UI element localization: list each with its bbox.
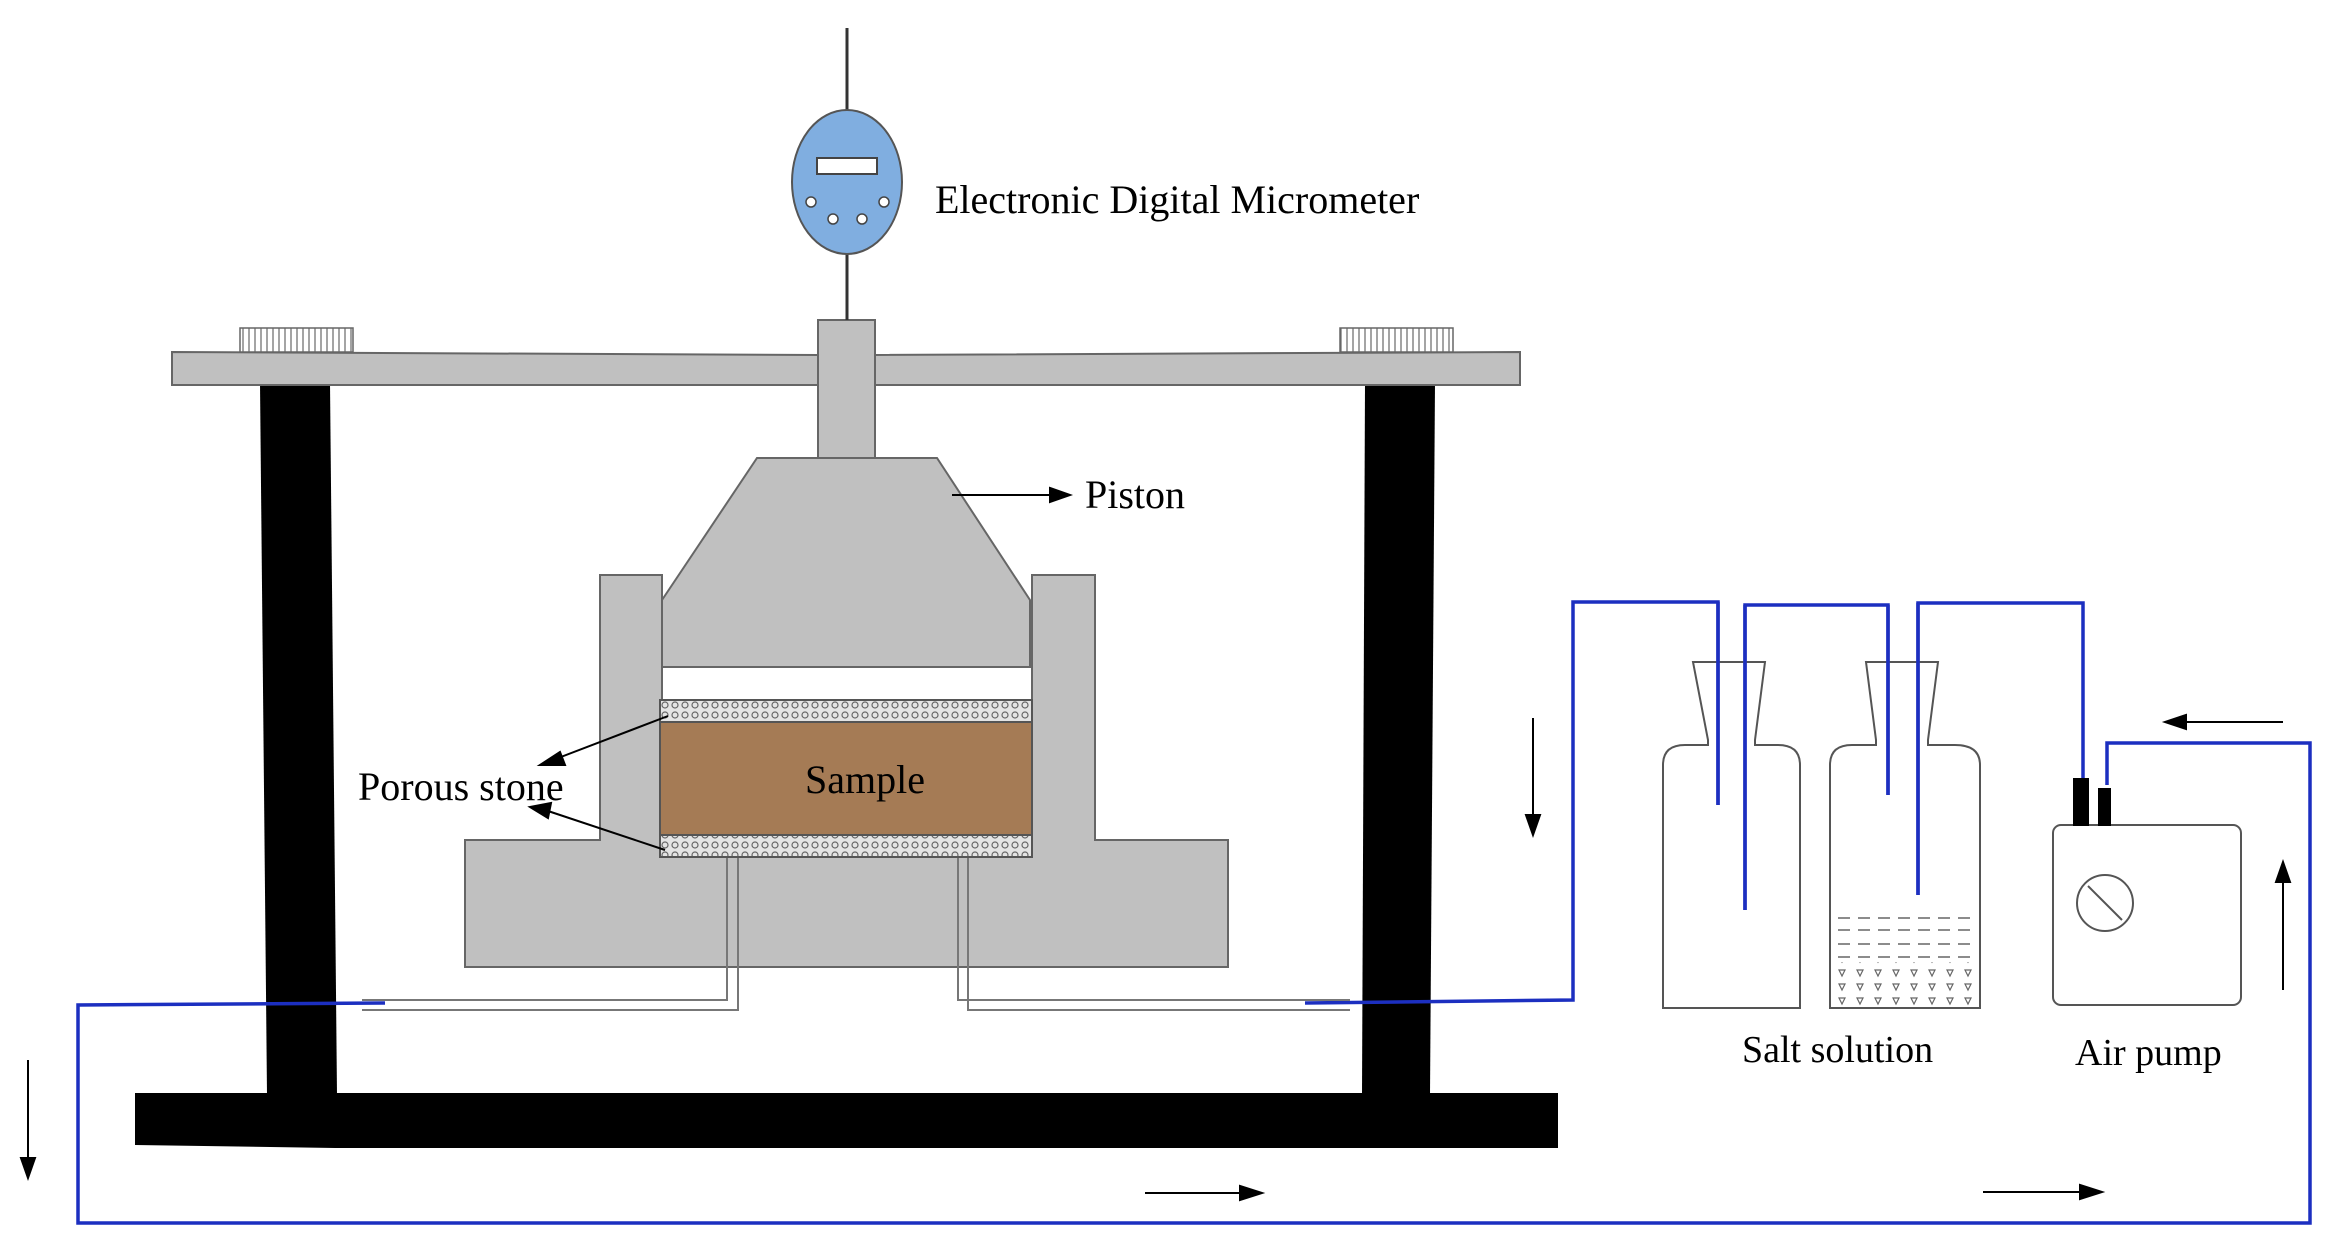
frame-right-leg bbox=[1362, 383, 1435, 1095]
label-air-pump: Air pump bbox=[2075, 1032, 2222, 1074]
cell-base bbox=[464, 574, 1229, 968]
air-pump bbox=[2052, 778, 2242, 1006]
micrometer bbox=[791, 28, 903, 320]
porous-stone-pointer-top bbox=[552, 715, 669, 761]
porous-stone-pointer-bottom bbox=[544, 809, 666, 851]
frame bbox=[135, 383, 1558, 1148]
air-pump-port-2 bbox=[2098, 788, 2111, 826]
air-line-main-loop bbox=[76, 741, 2312, 1225]
salt-solution-liquid bbox=[1832, 917, 1978, 1007]
air-pump-port-1 bbox=[2073, 778, 2089, 826]
label-salt-solution: Salt solution bbox=[1742, 1029, 1933, 1071]
consolidation-cell bbox=[464, 574, 1229, 968]
base-drains bbox=[726, 855, 969, 968]
frame-base bbox=[135, 1093, 1558, 1148]
piston-rod bbox=[817, 319, 876, 459]
air-line-bottle-1-to-2 bbox=[1743, 603, 1890, 910]
label-piston: Piston bbox=[1085, 472, 1185, 517]
left-knob bbox=[239, 327, 354, 353]
micrometer-display bbox=[816, 157, 878, 175]
porous-stone-top bbox=[659, 699, 1033, 723]
bottle-2 bbox=[1829, 661, 1981, 1009]
micrometer-body bbox=[791, 109, 903, 255]
frame-left-leg bbox=[260, 383, 337, 1095]
sample-block bbox=[659, 721, 1033, 836]
label-micrometer: Electronic Digital Micrometer bbox=[935, 177, 1419, 222]
pointer-arrows bbox=[527, 486, 1074, 851]
bottle-1 bbox=[1662, 661, 1801, 1009]
air-pump-body bbox=[2052, 824, 2242, 1006]
right-knob bbox=[1339, 327, 1454, 353]
salt-solution-bottles bbox=[1662, 661, 1981, 1009]
porous-stone-bottom bbox=[659, 834, 1033, 858]
bottle-tubes bbox=[1716, 602, 1920, 910]
flow-arrows bbox=[19, 713, 2292, 1202]
label-porous-stone: Porous stone bbox=[358, 764, 564, 809]
label-sample: Sample bbox=[805, 757, 925, 802]
